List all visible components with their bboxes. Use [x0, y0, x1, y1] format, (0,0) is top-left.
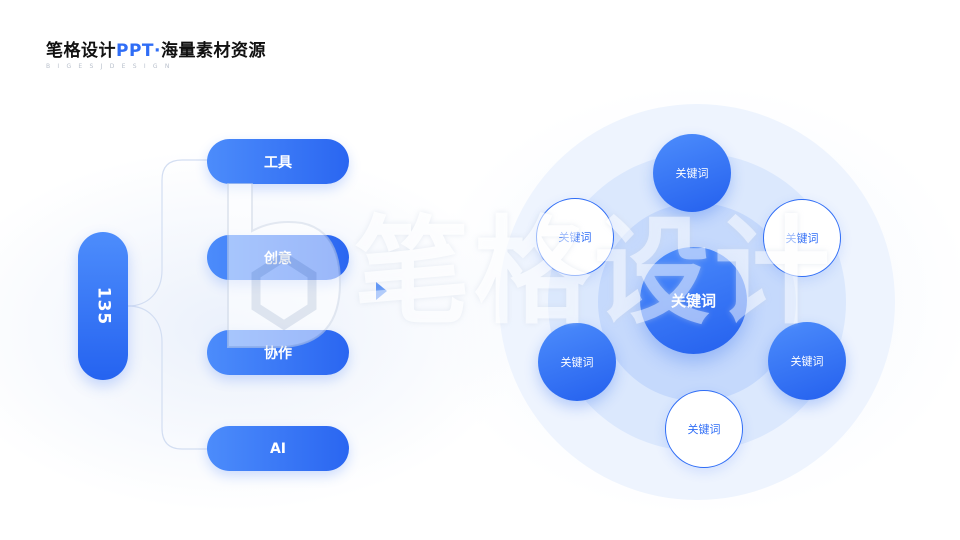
node-label: 关键词	[558, 231, 592, 244]
branch-tools[interactable]: 工具	[207, 139, 349, 184]
center-label: 关键词	[670, 292, 716, 310]
keyword-node-top-left[interactable]: 关键词	[536, 198, 614, 276]
branch-ai[interactable]: AI	[207, 426, 349, 471]
center-keyword-node[interactable]: 关键词	[640, 247, 747, 354]
node-label: 关键词	[785, 232, 819, 245]
branch-collaboration[interactable]: 协作	[207, 330, 349, 375]
header: 笔格设计PPT·海量素材资源 BIGESJDESIGN	[46, 40, 266, 70]
branch-label: 创意	[264, 250, 292, 267]
keyword-node-bottom-left[interactable]: 关键词	[538, 323, 616, 401]
arrow-right-icon	[376, 282, 387, 300]
keyword-node-top-right[interactable]: 关键词	[763, 199, 841, 277]
root-label: 135	[93, 286, 113, 326]
title-main: 笔格设计	[46, 41, 116, 61]
root-node[interactable]: 135	[78, 232, 128, 380]
node-label: 关键词	[675, 167, 709, 180]
node-label: 关键词	[687, 423, 721, 436]
title-accent: PPT·	[116, 41, 161, 61]
branch-creativity[interactable]: 创意	[207, 235, 349, 280]
node-label: 关键词	[790, 355, 824, 368]
title-rest: 海量素材资源	[160, 41, 266, 61]
page-title: 笔格设计PPT·海量素材资源	[46, 40, 266, 62]
keyword-node-top[interactable]: 关键词	[653, 134, 731, 212]
page-subtitle: BIGESJDESIGN	[46, 63, 177, 70]
branch-label: 工具	[264, 154, 292, 171]
branch-label: AI	[269, 440, 287, 457]
branch-label: 协作	[264, 345, 292, 362]
keyword-node-bottom[interactable]: 关键词	[665, 390, 743, 468]
node-label: 关键词	[560, 356, 594, 369]
keyword-node-bottom-right[interactable]: 关键词	[768, 322, 846, 400]
